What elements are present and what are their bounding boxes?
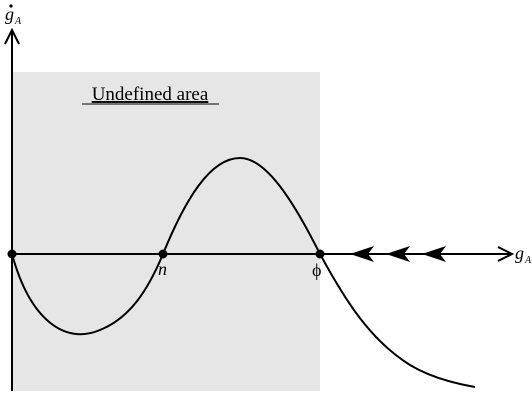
flow-arrow-1: [350, 246, 374, 262]
undefined-area-region: [12, 72, 320, 391]
point-phi-label: ϕ: [312, 260, 321, 280]
fixed-point-origin: [7, 249, 17, 259]
x-axis-arrowhead: [497, 246, 515, 262]
undefined-area-label: Undefined area: [92, 84, 209, 105]
x-axis-label-sub: A: [524, 255, 532, 266]
x-axis-label-g: g: [515, 243, 524, 263]
y-axis-arrowhead: [4, 27, 20, 45]
y-axis-label-g: g: [5, 4, 14, 24]
fixed-point-phi: [315, 249, 325, 259]
y-axis-label-sub: A: [14, 16, 22, 27]
x-axis-label: g A: [515, 243, 532, 266]
phase-curve: [11, 156, 476, 388]
point-n-label: n: [158, 259, 167, 279]
fixed-point-n: [158, 249, 168, 259]
flow-arrow-3: [422, 246, 446, 262]
flow-arrow-2: [386, 246, 410, 262]
y-axis-label-dot: [9, 4, 13, 8]
y-axis-label: g A: [5, 4, 22, 27]
